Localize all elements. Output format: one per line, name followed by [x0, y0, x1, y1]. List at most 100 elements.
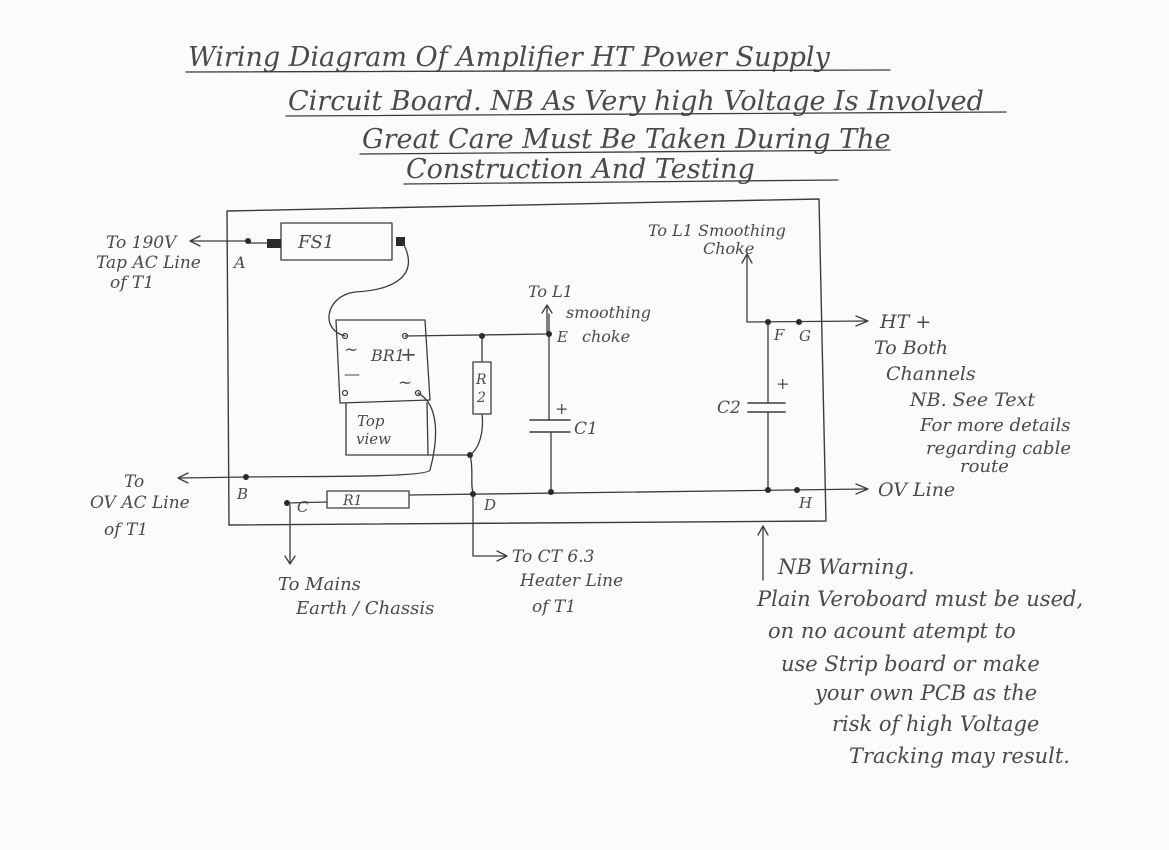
conn-ht-line-2: To Both	[874, 337, 948, 359]
r1-body	[326, 490, 410, 509]
dot-b	[243, 474, 249, 480]
title-line-1: Wiring Diagram Of Amplifier HT Power Sup…	[188, 42, 831, 73]
conn-ovac-line-3: of T1	[104, 520, 148, 540]
r2-label-2: 2	[476, 390, 486, 406]
c2-label: C2	[717, 398, 741, 418]
connection-190v: To 190V Tap AC Line of T1	[96, 233, 201, 293]
title-underline-1	[185, 69, 891, 73]
connection-earth: To Mains Earth / Chassis	[278, 574, 434, 619]
bridge-plus-label: +	[400, 342, 417, 366]
wire-ov-rail	[409, 488, 867, 496]
bridge-label: BR1	[370, 346, 405, 365]
conn-ct-line-2: Heater Line	[519, 571, 623, 591]
title-underline-3	[359, 149, 891, 155]
conn-earth-line-1: To Mains	[278, 574, 361, 595]
wire-f-g-ht	[746, 320, 867, 323]
junction-dots	[243, 238, 802, 506]
dot-r2-bottom	[467, 452, 473, 458]
conn-190v-line-2: Tap AC Line	[96, 253, 201, 273]
circuit-board-outline	[226, 198, 827, 526]
node-f: F	[773, 326, 785, 344]
arrow-l1-top	[741, 253, 753, 264]
r1-label: R1	[342, 493, 362, 509]
node-h: H	[798, 494, 813, 512]
r2-lead-bottom	[469, 413, 484, 456]
conn-190v-line-1: To 190V	[106, 233, 178, 253]
top-view-line-2: view	[356, 430, 391, 448]
r1-lead-left	[286, 501, 328, 504]
node-a: A	[232, 253, 246, 272]
wire-bridge-ac2-b	[245, 392, 437, 478]
c1-plus-label: +	[555, 399, 568, 418]
conn-l1top-line-1: To L1 Smoothing	[648, 221, 786, 240]
fuse-clip-right	[396, 237, 405, 246]
top-view-note: Top view	[345, 402, 429, 456]
node-b: B	[236, 485, 248, 503]
warning-line-3: use Strip board or make	[781, 652, 1040, 676]
conn-190v-line-3: of T1	[110, 273, 154, 293]
arrow-190v	[189, 235, 201, 247]
dot-f	[765, 319, 771, 325]
conn-ht-line-3: Channels	[886, 363, 976, 385]
node-g: G	[799, 327, 811, 345]
dot-r2-top	[479, 333, 485, 339]
conn-ovac-line-1: To	[124, 472, 144, 492]
bridge-rectifier-br1: BR1 + ~ ~ —	[335, 319, 431, 404]
dot-a	[245, 238, 251, 244]
node-labels: A B C D E F G H	[232, 253, 813, 516]
bridge-ac2-label: ~	[398, 373, 412, 393]
arrow-ht	[855, 315, 869, 327]
conn-ct-line-1: To CT 6.3	[512, 547, 594, 567]
arrow-ov-ac	[177, 472, 189, 484]
node-c: C	[297, 498, 309, 516]
top-view-line-1: Top	[357, 412, 385, 430]
bridge-pin-ac2	[414, 389, 422, 397]
arrow-ct	[496, 550, 508, 562]
resistor-r2: R 2	[469, 334, 492, 456]
conn-l1top-line-2: Choke	[703, 239, 754, 258]
wire-d-ct	[472, 539, 506, 557]
conn-ct-line-3: of T1	[532, 597, 576, 617]
connection-l1-e: To L1 smoothing choke	[528, 282, 651, 346]
dot-c2-bottom	[765, 487, 771, 493]
r2-body	[472, 361, 492, 415]
connection-ov-ac: To OV AC Line of T1	[90, 472, 190, 540]
fuse-clip-left	[267, 239, 281, 248]
c2-plus-label: +	[776, 374, 789, 393]
arrow-e-l1	[541, 304, 553, 314]
capacitor-c2: + C2	[717, 321, 789, 491]
diagram-title: Wiring Diagram Of Amplifier HT Power Sup…	[185, 42, 1007, 185]
wire-ov-ac-b	[179, 476, 247, 479]
dot-h	[794, 487, 800, 493]
resistor-r1: R1	[286, 490, 410, 509]
conn-earth-line-2: Earth / Chassis	[295, 598, 434, 619]
warning-line-5: risk of high Voltage	[832, 712, 1039, 736]
dot-g	[796, 319, 802, 325]
dot-c1-bottom	[548, 489, 554, 495]
arrow-earth	[284, 555, 296, 565]
title-line-4: Construction And Testing	[406, 154, 755, 185]
fuse-label: FS1	[297, 232, 334, 253]
conn-ht-line-1: HT +	[879, 311, 931, 333]
node-d: D	[483, 496, 496, 514]
warning-line-6: Tracking may result.	[849, 744, 1070, 768]
c1-label: C1	[574, 419, 598, 439]
r2-label-r: R	[475, 372, 487, 388]
dot-c	[284, 500, 290, 506]
node-e: E	[556, 328, 568, 346]
title-underline-4	[403, 179, 839, 185]
warning-line-2: on no acount atempt to	[768, 619, 1016, 643]
bridge-body	[335, 319, 431, 404]
title-line-2: Circuit Board. NB As Very high Voltage I…	[288, 86, 984, 117]
warning-line-4: your own PCB as the	[814, 681, 1037, 705]
warning-note: NB Warning. Plain Veroboard must be used…	[756, 555, 1083, 768]
wire-fuse-bridge	[328, 242, 409, 337]
connection-l1-top: To L1 Smoothing Choke	[648, 221, 786, 258]
capacitor-c1: + C1	[529, 313, 598, 493]
connection-ht: HT + To Both Channels NB. See Text For m…	[874, 311, 1071, 477]
fuse-fs1: FS1	[247, 222, 405, 261]
dot-e	[546, 331, 552, 337]
conn-ht-line-6: regarding cable	[926, 438, 1071, 459]
conn-l1e-line-3: choke	[582, 327, 630, 346]
